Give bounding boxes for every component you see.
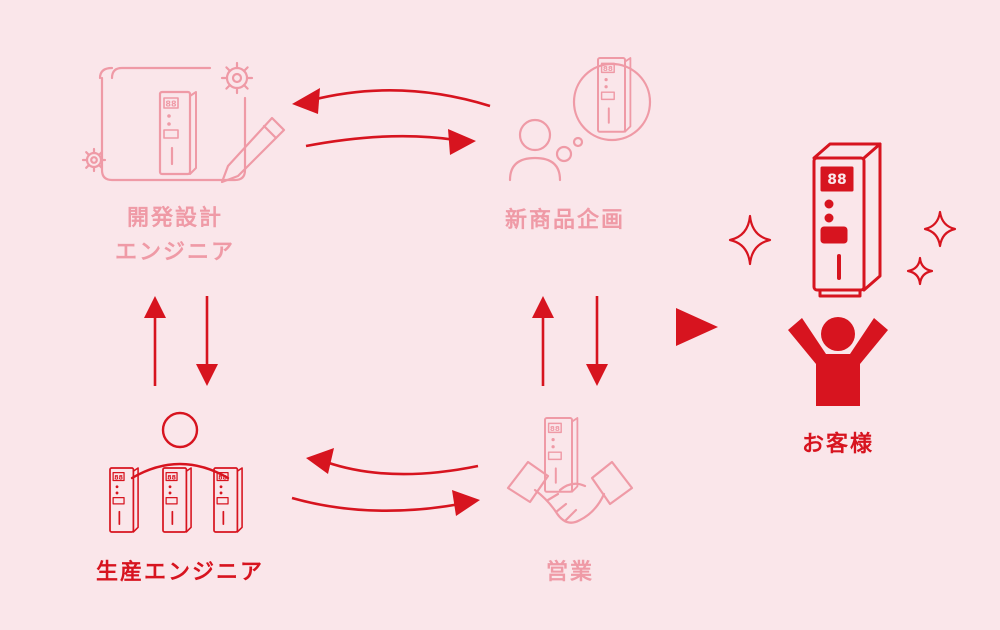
customer-device-icon: 88 (812, 142, 882, 298)
person-icon (508, 118, 562, 182)
customer-person-icon (788, 317, 888, 406)
customer-label: お客様 (801, 432, 874, 457)
design-engineer-label-line2: エンジニア (114, 240, 235, 265)
sparkle-right-top-icon (923, 210, 957, 248)
production-device-2 (162, 467, 193, 533)
design-engineer-label-line1: 開発設計 (126, 206, 223, 231)
engineer-head (161, 411, 199, 449)
sparkle-right-bottom-icon (906, 256, 934, 286)
gear-large-icon (220, 61, 254, 95)
blueprint-sheet (100, 66, 247, 182)
gear-small-icon (81, 147, 107, 173)
design-blueprint-icon (81, 61, 286, 184)
pencil-icon (220, 116, 286, 184)
arrow-planning-to-design (292, 88, 491, 114)
sales-handshake-icon (506, 417, 634, 524)
design-engineer-label: 開発設計 エンジニア (90, 202, 260, 270)
thought-bubble (572, 62, 652, 142)
customer-body (788, 318, 888, 406)
production-engineer-label: 生産エンジニア (95, 560, 264, 585)
production-engineer-icon (109, 411, 244, 533)
new-product-planning-label: 新商品企画 (504, 208, 625, 233)
arrow-production-to-design (144, 296, 166, 386)
sparkle-left-icon (728, 214, 772, 266)
handshake-left-sleeve (506, 460, 550, 504)
production-device-1 (109, 467, 140, 533)
customer-head (821, 317, 855, 351)
arrow-sales-to-production (306, 448, 479, 476)
design-device-icon (158, 90, 198, 176)
arrow-to-customer (676, 308, 718, 346)
arrow-design-to-planning (305, 129, 476, 155)
arrow-sales-to-planning (532, 296, 554, 386)
planning-device-icon (597, 57, 632, 133)
handshake-hands (533, 482, 606, 524)
production-device-3 (213, 467, 244, 533)
planning-thought-icon (508, 57, 652, 182)
blueprint-roll (98, 66, 114, 80)
sparkle-icons (728, 210, 957, 286)
handshake-right-sleeve (590, 460, 634, 506)
arrow-planning-to-sales (586, 296, 608, 386)
arrow-design-to-production (196, 296, 218, 386)
customer-device-display: 88 (827, 172, 846, 188)
sales-device-icon (544, 417, 579, 493)
arrow-production-to-sales (291, 490, 480, 516)
sales-label: 営業 (545, 560, 594, 585)
